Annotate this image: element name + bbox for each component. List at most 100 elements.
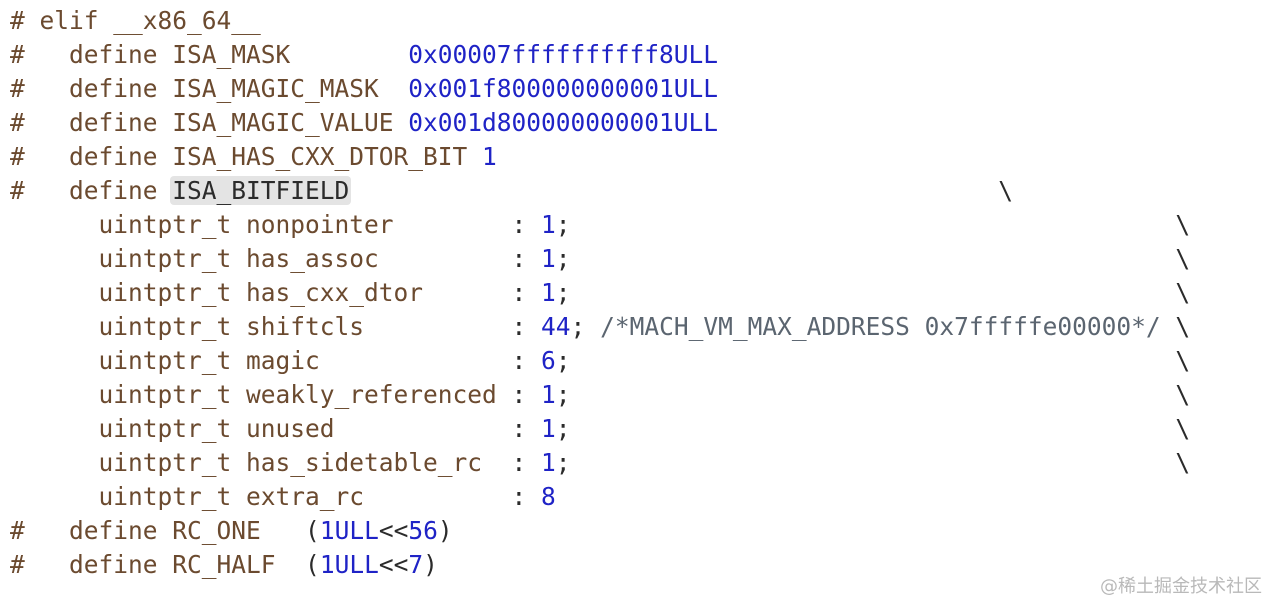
number-literal: 1 (541, 414, 556, 443)
number-literal: 1 (541, 380, 556, 409)
punctuation-token: : (511, 482, 542, 511)
preprocessor-hash: # (10, 176, 70, 205)
punctuation-token: ; (555, 414, 571, 443)
preprocessor-hash: # (10, 6, 40, 35)
punctuation-token: << (378, 516, 409, 545)
punctuation-token: ) (437, 516, 453, 545)
number-literal: 1 (541, 278, 556, 307)
code-line: uintptr_t nonpointer : 1; \ (10, 208, 1191, 242)
code-line: uintptr_t weakly_referenced : 1; \ (10, 378, 1191, 412)
punctuation-token: ( (305, 550, 320, 579)
line-continuation: \ (570, 448, 1191, 477)
number-literal: 1 (541, 448, 556, 477)
identifier-token: ISA_MAGIC_MASK (172, 74, 409, 103)
preprocessor-hash: # (10, 74, 70, 103)
preprocessor-hash: # (10, 108, 70, 137)
code-line: # define ISA_MAGIC_VALUE 0x001d800000000… (10, 106, 1190, 140)
code-block: # elif __x86_64__# define ISA_MASK 0x000… (10, 4, 1190, 582)
identifier-token: ISA_MAGIC_VALUE (172, 108, 409, 137)
preprocessor-keyword: define (69, 74, 173, 103)
number-literal: 6 (541, 346, 556, 375)
number-literal: 44 (541, 312, 571, 341)
code-line: # define ISA_HAS_CXX_DTOR_BIT 1 (10, 140, 1190, 174)
preprocessor-hash: # (10, 550, 70, 579)
preprocessor-keyword: define (69, 516, 173, 545)
number-literal: 8 (541, 482, 556, 511)
punctuation-token: : (511, 244, 542, 273)
number-literal: 1 (541, 244, 556, 273)
code-line: uintptr_t unused : 1; \ (10, 412, 1191, 446)
number-literal: 0x001f800000000001ULL (408, 74, 719, 103)
code-line: uintptr_t magic : 6; \ (10, 344, 1191, 378)
identifier-token: uintptr_t weakly_referenced (10, 380, 512, 409)
preprocessor-keyword: define (69, 40, 173, 69)
punctuation-token: : (511, 278, 542, 307)
number-literal: 7 (408, 550, 424, 579)
code-line: # define ISA_BITFIELD \ (10, 174, 1190, 208)
punctuation-token: ; (570, 312, 601, 341)
code-line: # define ISA_MAGIC_MASK 0x001f8000000000… (10, 72, 1190, 106)
preprocessor-keyword: elif __x86_64__ (39, 6, 261, 35)
code-line: uintptr_t has_sidetable_rc : 1; \ (10, 446, 1191, 480)
identifier-token: RC_HALF (172, 550, 306, 579)
punctuation-token: ( (305, 516, 320, 545)
preprocessor-hash: # (10, 516, 70, 545)
punctuation-token: : (511, 346, 542, 375)
line-continuation: \ (349, 176, 1014, 205)
preprocessor-hash: # (10, 40, 70, 69)
punctuation-token: : (511, 210, 542, 239)
code-line: # define ISA_MASK 0x00007ffffffffff8ULL (10, 38, 1190, 72)
punctuation-token: ; (555, 380, 571, 409)
preprocessor-keyword: define (69, 550, 173, 579)
number-literal: 1ULL (319, 516, 379, 545)
line-continuation: \ (570, 346, 1191, 375)
preprocessor-keyword: define (69, 108, 173, 137)
line-continuation: \ (570, 244, 1191, 273)
code-line: uintptr_t shiftcls : 44; /*MACH_VM_MAX_A… (10, 310, 1191, 344)
preprocessor-keyword: define (69, 142, 173, 171)
punctuation-token: ) (423, 550, 438, 579)
number-literal: 0x001d800000000001ULL (408, 108, 719, 137)
identifier-token: uintptr_t has_assoc (10, 244, 512, 273)
number-literal: 1 (541, 210, 556, 239)
number-literal: 56 (408, 516, 438, 545)
identifier-token: uintptr_t extra_rc (10, 482, 512, 511)
code-line: uintptr_t has_assoc : 1; \ (10, 242, 1191, 276)
line-continuation: \ (570, 278, 1191, 307)
number-literal: 1ULL (319, 550, 379, 579)
identifier-token: uintptr_t has_cxx_dtor (10, 278, 512, 307)
identifier-token: uintptr_t magic (10, 346, 512, 375)
code-line: # elif __x86_64__ (10, 4, 1190, 38)
comment-token: /*MACH_VM_MAX_ADDRESS 0x7fffffe00000*/ (600, 312, 1161, 341)
watermark-label: @稀土掘金技术社区 (1100, 576, 1262, 597)
preprocessor-hash: # (10, 142, 70, 171)
punctuation-token: ; (555, 448, 571, 477)
highlighted-identifier[interactable]: ISA_BITFIELD (170, 176, 352, 205)
identifier-token: uintptr_t nonpointer (10, 210, 512, 239)
code-line: uintptr_t has_cxx_dtor : 1; \ (10, 276, 1191, 310)
punctuation-token: << (378, 550, 409, 579)
punctuation-token: : (511, 312, 542, 341)
line-continuation: \ (570, 210, 1191, 239)
line-continuation: \ (570, 414, 1191, 443)
punctuation-token: : (511, 380, 542, 409)
code-line: # define RC_HALF (1ULL<<7) (10, 548, 1190, 582)
identifier-token: uintptr_t shiftcls (10, 312, 512, 341)
line-continuation: \ (570, 380, 1191, 409)
punctuation-token: ; (555, 244, 571, 273)
preprocessor-keyword: define (69, 176, 173, 205)
code-line: # define RC_ONE (1ULL<<56) (10, 514, 1190, 548)
line-continuation: \ (1160, 312, 1191, 341)
identifier-token: uintptr_t unused (10, 414, 512, 443)
identifier-token: ISA_HAS_CXX_DTOR_BIT (172, 142, 483, 171)
number-literal: 1 (482, 142, 497, 171)
punctuation-token: : (511, 414, 542, 443)
code-line: uintptr_t extra_rc : 8 (10, 480, 1190, 514)
punctuation-token: ; (555, 346, 571, 375)
identifier-token: uintptr_t has_sidetable_rc (10, 448, 512, 477)
number-literal: 0x00007ffffffffff8ULL (408, 40, 719, 69)
identifier-token: RC_ONE (172, 516, 306, 545)
punctuation-token: ; (555, 278, 571, 307)
identifier-token: ISA_MASK (172, 40, 409, 69)
punctuation-token: ; (555, 210, 571, 239)
